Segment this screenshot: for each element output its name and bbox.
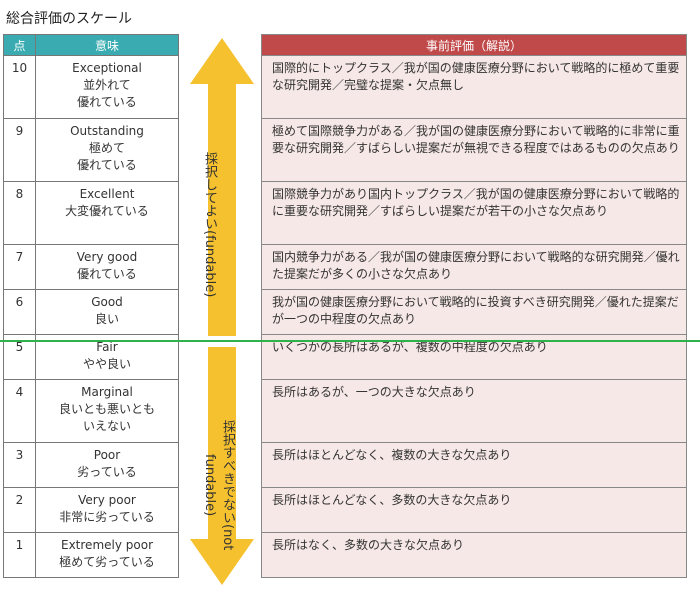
description-cell: 長所はあるが、一つの大きな欠点あり xyxy=(261,379,687,443)
score-cell: 7 xyxy=(3,244,36,290)
meaning-en: Very poor xyxy=(78,493,136,507)
meaning-en: Poor xyxy=(93,448,121,462)
meaning-en: Marginal xyxy=(81,385,133,399)
meaning-cell: Very poor 非常に劣っている xyxy=(35,487,179,533)
meaning-cell: Outstanding 極めて 優れている xyxy=(35,118,179,182)
meaning-ja: 大変優れている xyxy=(65,204,149,218)
description-cell: 国内競争力がある／我が国の健康医療分野において戦略的な研究開発／優れた提案だが多… xyxy=(261,244,687,290)
score-cell: 3 xyxy=(3,442,36,488)
meaning-en: Very good xyxy=(76,250,138,264)
meaning-header: 意味 xyxy=(35,34,179,56)
meaning-ja: 良い xyxy=(94,312,119,326)
meaning-ja: 並外れて xyxy=(83,78,131,92)
score-cell: 8 xyxy=(3,181,36,245)
meaning-cell: Extremely poor 極めて劣っている xyxy=(35,532,179,578)
description-cell: 国際的にトップクラス／我が国の健康医療分野において戦略的に極めて重要な研究開発／… xyxy=(261,55,687,119)
meaning-en: Exceptional xyxy=(72,61,142,75)
not-fundable-en: (not fundable) xyxy=(202,453,235,551)
fundable-up-arrow xyxy=(190,38,254,336)
meaning-en: Good xyxy=(91,295,123,309)
meaning-en: Excellent xyxy=(79,187,135,201)
not-fundable-down-arrow xyxy=(190,347,254,585)
meaning-en: Fair xyxy=(96,340,118,354)
description-cell: 長所はなく、多数の大きな欠点あり xyxy=(261,532,687,578)
not-fundable-ja: 採択すべきでない xyxy=(220,419,235,524)
meaning-ja: 優れている xyxy=(77,158,137,172)
fundable-divider-line xyxy=(0,340,700,342)
page-title: 総合評価のスケール xyxy=(6,11,132,27)
meaning-cell: Exceptional 並外れて 優れている xyxy=(35,55,179,119)
description-cell: 国際競争力があり国内トップクラス／我が国の健康医療分野において戦略的に重要な研究… xyxy=(261,181,687,245)
description-cell: 長所はほとんどなく、複数の大きな欠点あり xyxy=(261,442,687,488)
meaning-cell: Marginal 良いとも悪いとも いえない xyxy=(35,379,179,443)
score-header: 点 xyxy=(3,34,36,56)
score-cell: 2 xyxy=(3,487,36,533)
meaning-ja: やや良い xyxy=(82,357,131,371)
score-cell: 4 xyxy=(3,379,36,443)
meaning-cell: Very good 優れている xyxy=(35,244,179,290)
meaning-en: Extremely poor xyxy=(61,538,153,552)
score-meaning-table: 点 意味 10 Exceptional 並外れて 優れている 9 Outstan… xyxy=(3,34,179,578)
pre-evaluation-table: 事前評価（解説） 国際的にトップクラス／我が国の健康医療分野において戦略的に極め… xyxy=(261,34,687,578)
meaning-ja: 非常に劣っている xyxy=(59,510,155,524)
meaning-en: Outstanding xyxy=(70,124,144,138)
fundable-en: (fundable) xyxy=(202,230,217,298)
meaning-ja: 優れている xyxy=(77,267,137,281)
score-cell: 10 xyxy=(3,55,36,119)
pre-evaluation-header: 事前評価（解説） xyxy=(261,34,687,56)
description-cell: 我が国の健康医療分野において戦略的に投資すべき研究開発／優れた提案だが一つの中程… xyxy=(261,289,687,335)
meaning-cell: Good 良い xyxy=(35,289,179,335)
meaning-ja: 極めて劣っている xyxy=(59,555,155,569)
score-cell: 9 xyxy=(3,118,36,182)
description-cell: 極めて国際競争力がある／我が国の健康医療分野において戦略的に非常に重要な研究開発… xyxy=(261,118,687,182)
meaning-ja: いえない xyxy=(82,419,131,433)
meaning-ja: 良いとも悪いとも xyxy=(58,402,155,416)
meaning-ja: 極めて xyxy=(88,141,125,155)
score-cell: 6 xyxy=(3,289,36,335)
score-cell: 1 xyxy=(3,532,36,578)
meaning-cell: Excellent 大変優れている xyxy=(35,181,179,245)
not-fundable-label: 採択すべきでない(not fundable) xyxy=(200,400,236,570)
description-cell: 長所はほとんどなく、多数の大きな欠点あり xyxy=(261,487,687,533)
meaning-ja: 優れている xyxy=(77,95,137,109)
fundable-label: 採択してよい(fundable) xyxy=(200,150,218,300)
fundable-ja: 採択してよい xyxy=(202,152,217,231)
meaning-cell: Poor 劣っている xyxy=(35,442,179,488)
meaning-ja: 劣っている xyxy=(77,465,137,479)
